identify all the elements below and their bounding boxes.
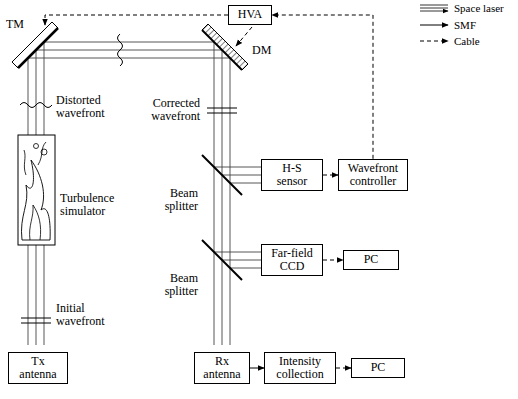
turbulence-simulator	[30, 205, 41, 240]
laser-beams	[28, 42, 262, 345]
part-label: Initial wavefront	[56, 302, 126, 328]
turbulence-simulator	[18, 135, 55, 245]
deformable-mirror	[202, 24, 248, 70]
box-label: Far-field CCD	[266, 247, 318, 273]
wavefront-marks	[20, 103, 52, 108]
hva-control-lines	[45, 15, 252, 46]
laser-beams	[44, 42, 262, 345]
legend-samples	[420, 5, 448, 41]
part-label: Beam splitter	[140, 272, 198, 298]
legend-text: Space laser	[454, 2, 504, 14]
beam-splitters	[202, 155, 242, 195]
device-box: Intensity collection	[264, 352, 336, 384]
wavefront-marks	[21, 318, 51, 323]
part-label: TM	[6, 18, 30, 31]
legend-text: Cable	[454, 35, 480, 47]
wavefront-marks	[20, 34, 237, 323]
turbulence-simulator	[18, 135, 55, 245]
box-label: Wavefront controller	[343, 162, 403, 188]
box-label: H-S sensor	[266, 162, 318, 188]
device-box: HVA	[228, 5, 272, 24]
box-label: HVA	[233, 8, 267, 21]
wavefront-marks	[118, 34, 123, 66]
beam-splitters	[202, 155, 242, 280]
laser-beams	[28, 58, 262, 345]
beam-splitters	[202, 240, 242, 280]
device-box: PC	[343, 250, 399, 269]
legend-samples	[420, 25, 448, 26]
hva-control-lines	[236, 27, 252, 46]
tip-tilt-mirror	[18, 28, 58, 68]
signal-connector	[250, 368, 264, 369]
legend-samples	[420, 41, 448, 42]
box-label: Rx antenna	[199, 355, 245, 381]
signal-connector	[323, 260, 343, 261]
legend-text: SMF	[454, 19, 476, 31]
device-box: Tx antenna	[8, 352, 68, 384]
device-box: Wavefront controller	[338, 159, 408, 191]
hva-control-lines	[45, 15, 228, 25]
device-box: Rx antenna	[194, 352, 250, 384]
part-label: Distorted wavefront	[56, 94, 136, 120]
legend-samples	[420, 5, 448, 11]
connectors	[250, 15, 373, 368]
turbulence-simulator	[34, 144, 39, 149]
box-label: Tx antenna	[13, 355, 63, 381]
box-label: PC	[348, 253, 394, 266]
wavefront-marks	[207, 108, 237, 113]
turbulence-simulator	[24, 142, 46, 175]
device-box: Far-field CCD	[261, 244, 323, 276]
box-label: PC	[356, 361, 400, 374]
turbulence-simulator	[21, 160, 50, 240]
deformable-mirror	[202, 30, 242, 70]
deformable-mirror	[202, 24, 248, 70]
turbulence-simulator	[41, 149, 47, 155]
part-label: Turbulence simulator	[60, 192, 140, 218]
part-label: Beam splitter	[140, 187, 198, 213]
laser-beams	[36, 50, 262, 345]
device-box: H-S sensor	[261, 159, 323, 191]
part-label: Corrected wavefront	[120, 97, 200, 123]
signal-connector	[272, 15, 373, 159]
part-label: DM	[252, 44, 276, 57]
device-box: PC	[351, 358, 405, 377]
signal-connector	[323, 175, 338, 176]
box-label: Intensity collection	[269, 355, 331, 381]
signal-connector	[336, 368, 351, 369]
